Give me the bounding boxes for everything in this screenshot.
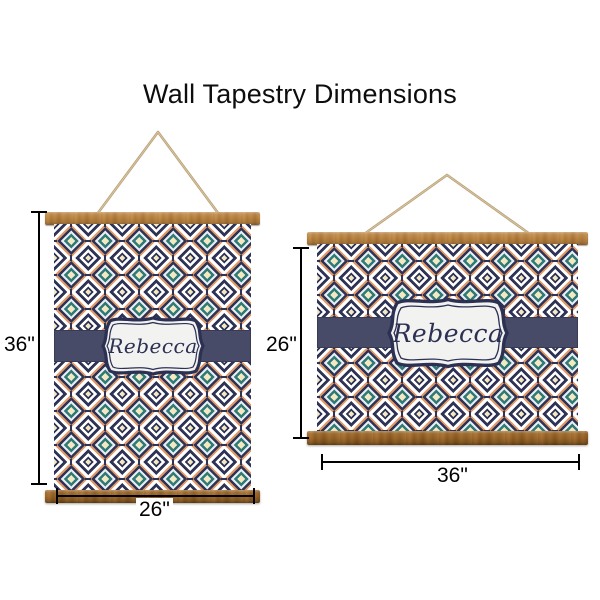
tapestry-fabric: Rebecca [54, 224, 251, 493]
bottom-wooden-rod [307, 431, 588, 445]
top-wooden-rod [307, 232, 588, 245]
tapestry-landscape: Rebecca [307, 170, 588, 450]
dimension-right-width-label: 36" [434, 464, 471, 488]
name-plaque: Rebecca [383, 296, 513, 370]
plaque-frame-icon [101, 316, 205, 376]
tapestry-fabric: Rebecca [317, 244, 578, 434]
dimension-left-width-label: 26" [136, 498, 173, 522]
dimension-right-height-label: 26" [263, 333, 300, 357]
plaque-name-text: Rebecca [392, 318, 504, 348]
tapestry-portrait: Rebecca [45, 125, 260, 503]
dimension-left-height-label: 36" [1, 333, 38, 357]
hanging-string-icon [91, 130, 225, 221]
plaque-name-text: Rebecca [108, 334, 198, 358]
plaque-frame-icon [387, 297, 509, 369]
top-wooden-rod [45, 212, 260, 225]
page-title: Wall Tapestry Dimensions [143, 79, 457, 109]
name-plaque: Rebecca [98, 315, 208, 377]
